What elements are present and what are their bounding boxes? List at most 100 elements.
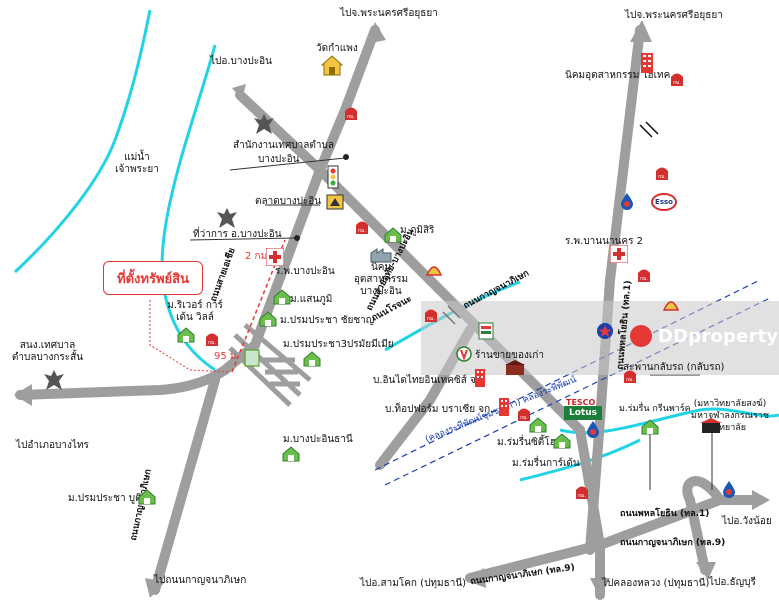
garuda-emblem-icon: [254, 114, 274, 134]
svg-text:กม.: กม.: [520, 415, 528, 421]
label-m-saenphum: ม.แสนภูมิ: [290, 294, 333, 305]
dest-sam-khok: ไปอ.สามโคก (ปทุมธานี): [360, 578, 467, 589]
village-road-3: [228, 346, 292, 407]
building-icon: [475, 369, 485, 387]
arrow-sam-khok: [465, 568, 486, 588]
km-marker-icon: กม.: [671, 73, 683, 86]
ptt-drop-icon: [723, 481, 735, 498]
canal-lower: [519, 438, 641, 482]
label-antique-store: ร้านขายของเก่า: [475, 350, 544, 361]
hospital-icon: [610, 245, 628, 263]
dest-ayutthaya-right: ไปจ.พระนครศรีอยุธยา: [625, 10, 723, 21]
house-icon: [641, 419, 659, 435]
arrow-wang-noi: [752, 490, 770, 510]
km-marker-icon: กม.: [624, 370, 636, 383]
distance-2km-label: 2 กม.: [245, 251, 271, 262]
dest-thanyaburi: ไปอ.ธัญบุรี: [709, 577, 756, 588]
river-chao-phraya-west: [13, 9, 152, 274]
road-southwest: [150, 375, 220, 595]
road-kanchanaphisek: [465, 495, 765, 583]
road-label-asia: ถนนพหลโยธิน (ทล.1): [620, 509, 710, 519]
svg-text:กม.: กม.: [347, 114, 355, 120]
dest-ayutthaya-left: ไปจ.พระนครศรีอยุธยา: [340, 8, 438, 19]
village-road-2: [243, 323, 312, 382]
property-callout: [149, 300, 231, 373]
arrow-khlong-luang: [590, 578, 610, 598]
label-rainbow-garden: ม.ร่มรื่นการ์เด้น: [512, 458, 580, 469]
road-loop-right: [682, 476, 725, 575]
house-icon: [303, 351, 321, 367]
label-rainbow-green: ม.ร่มรื่น กรีนพาร์ค: [619, 404, 691, 414]
label-sub-district: สนง.เทศบาล ตำบลบางกระสั้น: [11, 340, 84, 363]
ptt-drop-icon: [587, 421, 599, 438]
label-municipal-office-1: สำนักงานเทศบาลตำบล: [233, 140, 334, 151]
road-to-bang-pa-in: [235, 90, 325, 175]
tesco-logo-text: TESCO: [566, 398, 596, 407]
lotus-logo: Lotus: [564, 406, 602, 420]
label-hospital-bkk2: ร.พ.บานนานคร 2: [565, 236, 644, 247]
seven-eleven-icon: [478, 322, 494, 340]
svg-text:กม.: กม.: [427, 316, 435, 322]
label-hospital-bp: ร.พ.บางปะอิน: [275, 266, 335, 277]
house-icon: [529, 417, 547, 433]
rail-line-1: [374, 279, 761, 471]
market-icon: [326, 194, 344, 210]
svg-text:กม.: กม.: [578, 493, 586, 499]
svg-text:กม.: กม.: [626, 377, 634, 383]
label-tops: บ.ท็อปฟอร์ม บราเซีย จก.: [385, 404, 494, 415]
svg-text:กม.: กม.: [640, 276, 648, 282]
label-industrial-bp: นิคมอุตสาหกรรม บางปะอิน: [353, 262, 409, 297]
garuda-emblem-icon: [217, 208, 237, 228]
house-icon: [384, 227, 402, 243]
km-marker-icon: กม.: [656, 167, 668, 180]
dest-wang-noi: ไปอ.วังน้อย: [722, 516, 772, 527]
watermark-text: DDproperty: [658, 326, 779, 347]
km-marker-icon: กม.: [425, 309, 437, 322]
dest-kanchanaphisek: ไปถนนกาญจนาภิเษก: [154, 575, 247, 586]
arrow-n-ayutthaya-left: [366, 22, 386, 44]
dest-bang-pa-in: ไปอ.บางปะอิน: [210, 56, 272, 67]
km-marker-icon: กม.: [356, 221, 368, 234]
label-bang-pa-in-thani: ม.บางปะอินธานี: [283, 434, 353, 445]
house-icon: [177, 327, 195, 343]
svg-text:กม.: กม.: [658, 174, 666, 180]
esso-logo: Esso: [651, 193, 677, 211]
shop-icon: [505, 360, 525, 375]
shell-logo-icon: [426, 266, 442, 276]
dest-amphoe-bang-sai: ไปอำเภอบางไทร: [16, 440, 89, 451]
ptt-drop-icon: [621, 193, 633, 210]
km-marker-icon: กม.: [638, 269, 650, 282]
factory-icon: [370, 248, 392, 263]
traffic-light-icon: [327, 165, 339, 189]
label-rainbow-home: ม.ร่มรื่นซิตี้โฮม: [497, 437, 563, 448]
university-icon: [700, 418, 722, 433]
arrow-west: [14, 384, 32, 406]
caltex-star-icon: [597, 323, 613, 339]
label-m-phu-siri: ม.ภูมิสิริ: [400, 225, 435, 236]
hospital-icon: [266, 248, 284, 266]
label-hi-tech: นิคมอุตสาหกรรม ไฮเทค: [565, 70, 671, 81]
property-plot: [244, 349, 260, 367]
label-m-pruksa-3: ม.ปรมประชา3ปรมัยมีเมีย: [283, 339, 394, 350]
road-north-main: [250, 25, 380, 350]
label-wat-kam-paeng: วัดกำแพง: [316, 43, 358, 54]
ddproperty-logo-icon: [630, 325, 652, 347]
property-label[interactable]: ที่ตั้งทรัพย์สิน: [103, 261, 203, 295]
svg-text:กม.: กม.: [673, 80, 681, 86]
dest-khlong-luang: ไปคลองหลวง (ปทุมธานี): [602, 578, 710, 589]
building-icon: [499, 398, 509, 416]
label-municipal-office-2: บางปะอิน: [258, 154, 300, 165]
road-west: [15, 340, 260, 400]
house-icon: [259, 311, 277, 327]
label-district-office: ที่ว่าการ อ.บางปะอิน: [193, 229, 282, 240]
arrow-thanyaburi: [696, 562, 716, 580]
rail-line-2: [384, 297, 771, 486]
label-university: (มหาวิทยาลัยสงฆ์) มหาจุฬาลงกรณราชวิทยาลั…: [691, 399, 769, 433]
shell-logo-icon: [663, 301, 679, 311]
house-icon: [273, 289, 291, 305]
road-label-kanchanaphisek-right: ถนนกาญจนาภิเษก (ทล.9): [620, 538, 726, 548]
km-marker-icon: กม.: [345, 107, 357, 120]
label-chao-phraya: แม่น้ำ เจ้าพระยา: [115, 152, 159, 175]
svg-text:กม.: กม.: [358, 228, 366, 234]
